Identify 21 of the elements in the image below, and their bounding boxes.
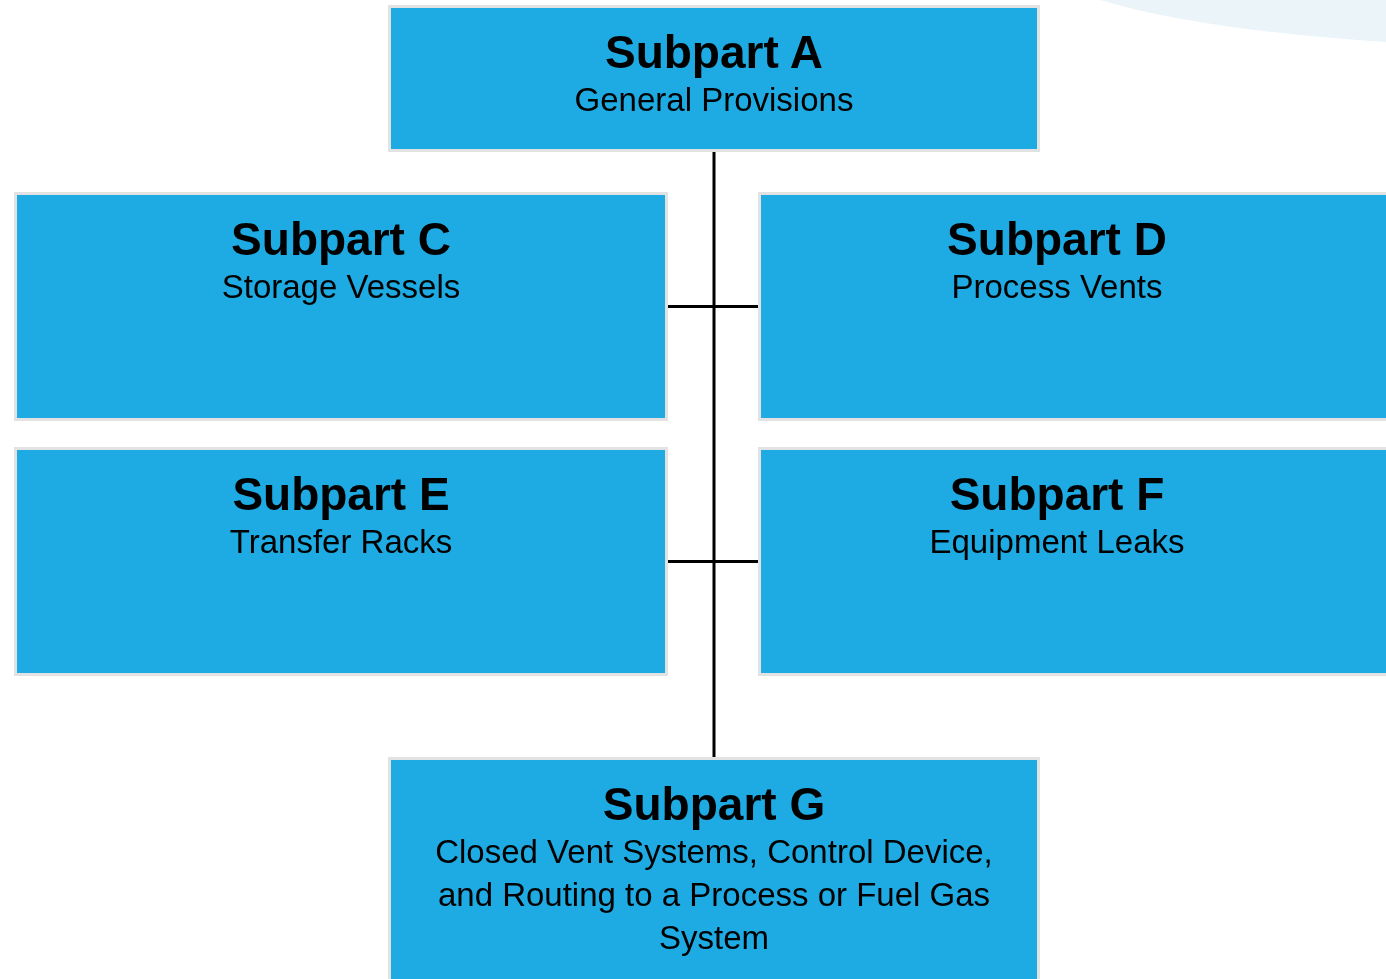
section-title: Subpart F: [949, 468, 1165, 520]
section-description: Transfer Racks: [229, 522, 453, 562]
section-title: Subpart A: [604, 26, 824, 78]
section-box: [758, 447, 1386, 676]
section-box: [388, 5, 1040, 152]
section-title: Subpart G: [602, 778, 826, 830]
section-description: Closed Vent Systems, Control Device, and Routing to a Process or Fuel Gas System: [434, 832, 994, 958]
section-title: Subpart E: [232, 468, 450, 520]
section-box: [14, 447, 668, 676]
section-description: Storage Vessels: [221, 267, 461, 307]
connector-line: [668, 305, 758, 308]
section-description: Equipment Leaks: [929, 522, 1185, 562]
section-title: Subpart D: [947, 213, 1167, 265]
section-box: [14, 192, 668, 421]
section-description: Process Vents: [951, 267, 1163, 307]
connector-line: [712, 152, 716, 757]
section-title: Subpart C: [231, 213, 451, 265]
section-box: [388, 757, 1040, 979]
connector-line: [668, 560, 758, 563]
section-description: General Provisions: [574, 80, 854, 120]
section-box: [758, 192, 1386, 421]
